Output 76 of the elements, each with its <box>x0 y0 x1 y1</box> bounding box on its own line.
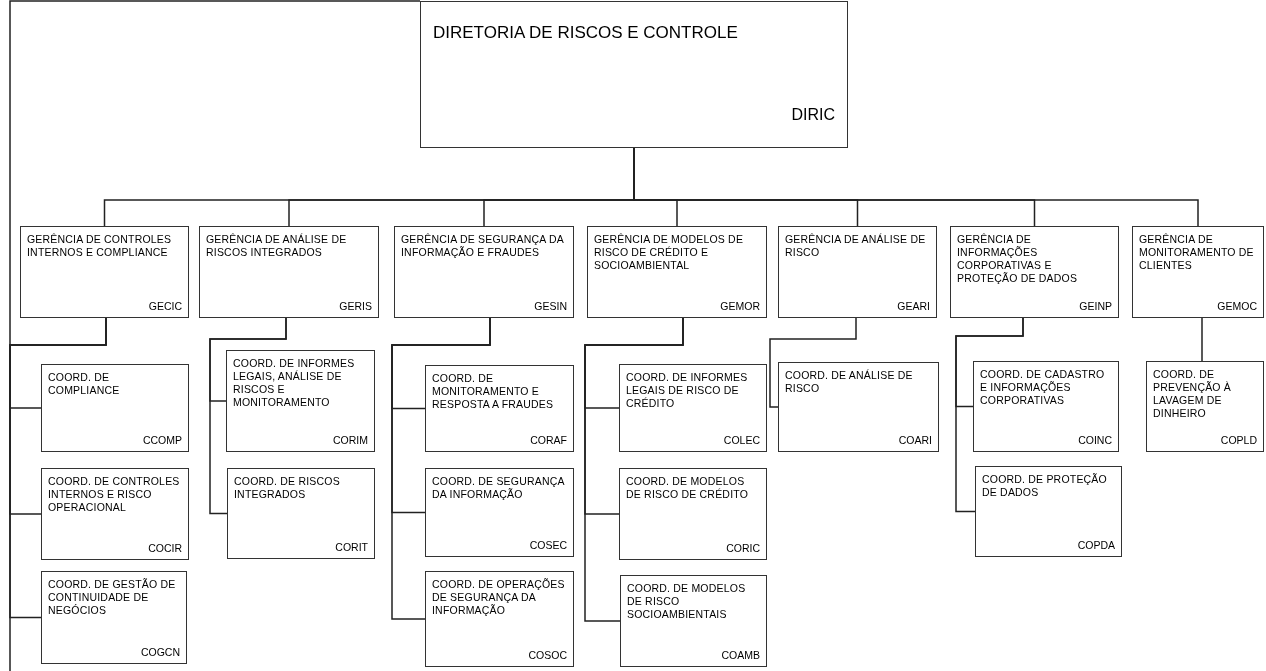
unit-name: COORD. DE SEGURANÇA DA INFORMAÇÃO <box>432 475 566 501</box>
unit-name: GERÊNCIA DE MODELOS DE RISCO DE CRÉDITO E SOCIOAMBIENTAL <box>594 233 745 272</box>
unit-box <box>425 571 574 667</box>
unit-box <box>41 468 189 560</box>
director-box <box>420 1 848 148</box>
unit-box <box>1132 226 1264 318</box>
unit-code: DIRIC <box>791 105 835 125</box>
unit-code: GERIS <box>339 300 372 313</box>
unit-name: COORD. DE RISCOS INTEGRADOS <box>234 475 341 501</box>
connector-line <box>209 317 287 515</box>
connector-line <box>955 317 1024 513</box>
connector-line <box>769 317 857 408</box>
unit-code: COCIR <box>148 542 182 555</box>
unit-code: COPDA <box>1077 539 1115 552</box>
unit-name: COORD. DE PROTEÇÃO DE DADOS <box>982 473 1108 499</box>
unit-box <box>778 362 939 452</box>
unit-code: CORIT <box>335 541 368 554</box>
unit-code: GEMOC <box>1217 300 1257 313</box>
unit-box <box>394 226 574 318</box>
unit-box <box>1146 361 1264 452</box>
unit-box <box>227 468 375 559</box>
unit-box <box>41 364 189 452</box>
unit-name: COORD. DE OPERAÇÕES DE SEGURANÇA DA INFORMAÇÃO <box>432 578 566 617</box>
connector-line <box>391 317 491 620</box>
unit-name: GERÊNCIA DE ANÁLISE DE RISCO <box>785 233 927 259</box>
unit-name: GERÊNCIA DE MONITORAMENTO DE CLIENTES <box>1139 233 1255 272</box>
unit-name: COORD. DE INFORMES LEGAIS DE RISCO DE CRÉDITO <box>626 371 749 410</box>
unit-code: CORAF <box>530 434 567 447</box>
unit-code: CORIC <box>726 542 760 555</box>
unit-code: GEMOR <box>720 300 760 313</box>
unit-name: GERÊNCIA DE CONTROLES INTERNOS E COMPLIANCE <box>27 233 173 259</box>
unit-box <box>425 365 574 452</box>
unit-name: COORD. DE CADASTRO E INFORMAÇÕES CORPORATIVAS <box>980 368 1106 407</box>
unit-code: COSEC <box>529 539 567 552</box>
unit-name: COORD. DE CONTROLES INTERNOS E RISCO OPERACIONAL <box>48 475 181 514</box>
unit-name: DIRETORIA DE RISCOS E CONTROLE <box>433 22 739 44</box>
unit-box <box>620 575 767 667</box>
unit-box <box>973 361 1119 452</box>
unit-code: COLEC <box>723 434 760 447</box>
unit-box <box>950 226 1119 318</box>
unit-box <box>587 226 767 318</box>
connector-line <box>1201 317 1203 362</box>
unit-name: COORD. DE MODELOS DE RISCO DE CRÉDITO <box>626 475 750 501</box>
unit-code: CCOMP <box>142 434 182 447</box>
unit-name: COORD. DE COMPLIANCE <box>48 371 121 397</box>
unit-code: GECIC <box>148 300 182 313</box>
unit-box <box>975 466 1122 557</box>
unit-box <box>199 226 379 318</box>
unit-name: COORD. DE MONITORAMENTO E RESPOSTA A FRAUDES <box>432 372 555 411</box>
connector-line <box>9 317 107 619</box>
unit-box <box>425 468 574 557</box>
unit-name: COORD. DE ANÁLISE DE RISCO <box>785 369 914 395</box>
unit-code: GESIN <box>534 300 567 313</box>
unit-code: COPLD <box>1220 434 1257 447</box>
unit-name: COORD. DE INFORMES LEGAIS, ANÁLISE DE RISCOS E MONITORAMENTO <box>233 357 356 409</box>
unit-code: COSOC <box>528 649 567 662</box>
connector-line <box>584 317 684 622</box>
unit-code: COARI <box>898 434 932 447</box>
unit-name: COORD. DE PREVENÇÃO À LAVAGEM DE DINHEIRO <box>1153 368 1233 420</box>
unit-name: COORD. DE MODELOS DE RISCO SOCIOAMBIENTAIS <box>627 582 747 621</box>
unit-box <box>619 468 767 560</box>
unit-box <box>20 226 189 318</box>
unit-code: GEARI <box>897 300 930 313</box>
unit-code: COGCN <box>140 646 180 659</box>
unit-box <box>778 226 937 318</box>
unit-code: COINC <box>1078 434 1112 447</box>
unit-box <box>619 364 767 452</box>
unit-name: GERÊNCIA DE SEGURANÇA DA INFORMAÇÃO E FRAUDES <box>401 233 565 259</box>
unit-box <box>41 571 187 664</box>
unit-name: GERÊNCIA DE ANÁLISE DE RISCOS INTEGRADOS <box>206 233 348 259</box>
unit-name: COORD. DE GESTÃO DE CONTINUIDADE DE NEGÓCIOS <box>48 578 177 617</box>
unit-name: GERÊNCIA DE INFORMAÇÕES CORPORATIVAS E PROTEÇÃO DE DADOS <box>957 233 1079 285</box>
unit-code: COAMB <box>721 649 760 662</box>
unit-code: GEINP <box>1079 300 1112 313</box>
unit-box <box>226 350 375 452</box>
unit-code: CORIM <box>333 434 368 447</box>
